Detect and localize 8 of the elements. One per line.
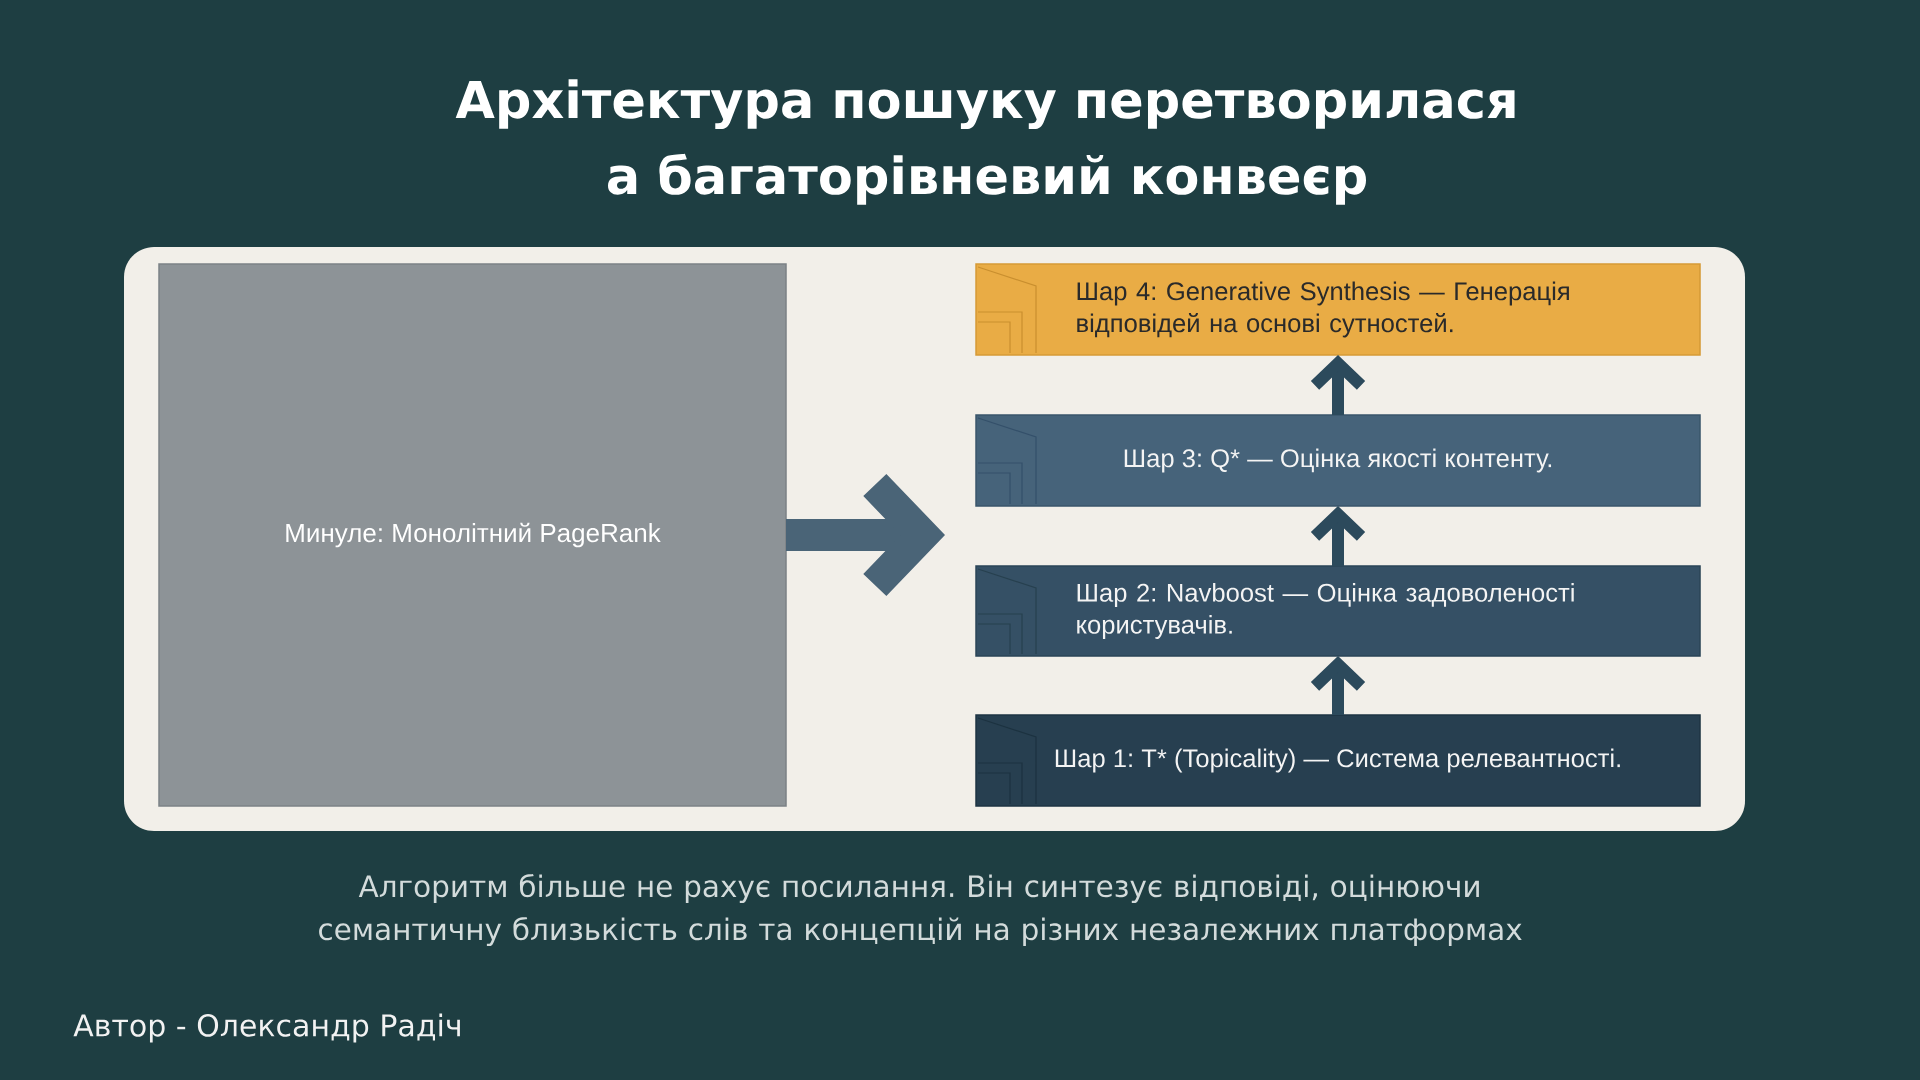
byline: Автор - Олександр Радіч xyxy=(73,1013,460,1043)
layer-box: Шар 2: Navboost — Оцінка задоволеності користувачів. xyxy=(975,565,1701,657)
large-box: Минуле: Монолітний PageRank xyxy=(158,263,787,807)
title: Архітектура пошуку перетворилася а багаторівневий конвеєр xyxy=(455,79,1515,205)
layer-box: Шар 1: T* (Topicality) — Система релевантності. xyxy=(975,714,1701,807)
layer-box: Шар 3: Q* — Оцінка якості контенту. xyxy=(975,414,1701,507)
layer-box: Шар 4: Generative Synthesis — Генерація відповідей на основі сутностей. xyxy=(975,263,1701,356)
caption: Алгоритм більше не рахує посилання. Він синтезує відповіді, оцінюючи семантичну близькість слів та концепцій на різних незалежних платформах xyxy=(319,874,1522,946)
